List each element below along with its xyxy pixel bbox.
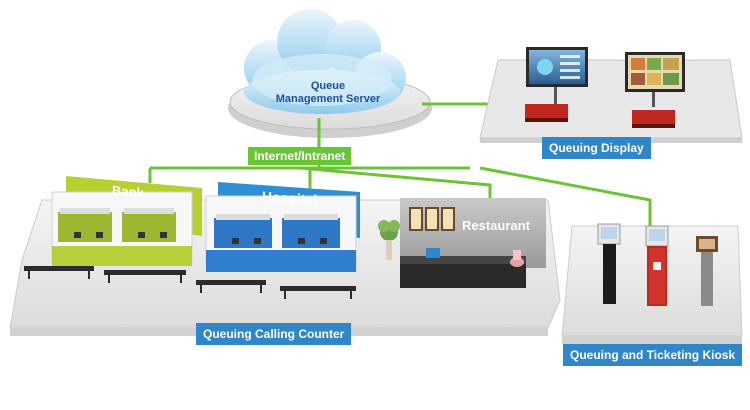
bank-sign: Bank bbox=[112, 182, 144, 201]
display-screen-2 bbox=[625, 52, 685, 107]
hospital-seating bbox=[196, 280, 356, 299]
server-label: Queue Management Server bbox=[268, 80, 388, 106]
kiosk-black bbox=[597, 223, 621, 304]
restaurant-sign: Restaurant bbox=[462, 218, 530, 233]
media-player-box-1 bbox=[525, 104, 568, 122]
kiosk-label: Queuing and Ticketing Kiosk bbox=[563, 344, 743, 366]
cloud-icon bbox=[244, 9, 406, 114]
kiosk-red bbox=[645, 225, 669, 306]
display-platform bbox=[479, 59, 743, 143]
kiosk-gray bbox=[696, 236, 718, 306]
cake-icon bbox=[510, 250, 524, 267]
plant-icon bbox=[378, 220, 400, 260]
server-label-line1: Queue bbox=[310, 80, 346, 92]
network-label: Internet/Intranet bbox=[248, 147, 352, 165]
display-screen-1 bbox=[526, 47, 588, 105]
bank-counter bbox=[51, 176, 202, 266]
display-label: Queuing Display bbox=[542, 137, 651, 159]
calling-counter-label: Queuing Calling Counter bbox=[196, 323, 352, 345]
restaurant-counter bbox=[400, 198, 546, 288]
bank-seating bbox=[24, 266, 186, 283]
server-label-line2: Management Server bbox=[275, 93, 381, 105]
media-player-box-2 bbox=[632, 110, 675, 128]
hospital-counter bbox=[205, 182, 360, 272]
